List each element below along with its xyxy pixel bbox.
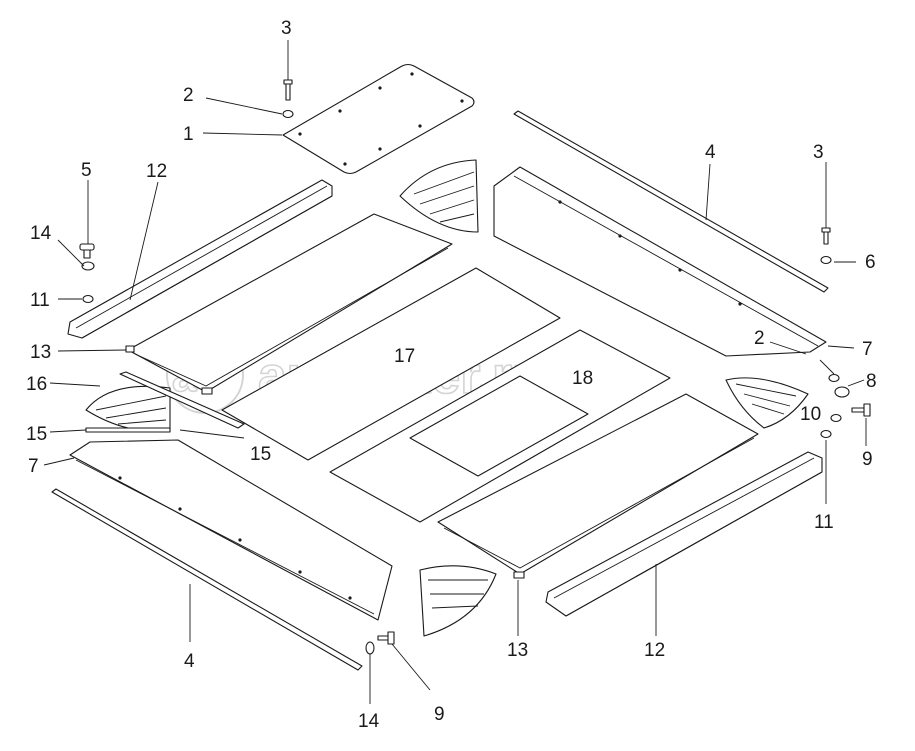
callout-9-right: 9	[862, 449, 873, 470]
callout-3-top: 3	[281, 18, 292, 39]
callout-11-left: 11	[30, 290, 50, 311]
callout-4-right: 4	[705, 142, 716, 163]
part-14-washer-left	[81, 261, 95, 271]
callout-13-right: 13	[507, 640, 528, 661]
callout-9-bottom: 9	[434, 704, 445, 725]
callouts: 3 2 1 5 12 14 11 13 16 15 15 7 17 18 4 1…	[26, 18, 877, 732]
callout-7-left: 7	[28, 456, 39, 477]
callout-12-left: 12	[146, 161, 167, 182]
part-13-panel-left	[125, 213, 453, 395]
callout-3-right: 3	[813, 142, 824, 163]
part-7-frame-left	[69, 439, 393, 621]
callout-18: 18	[572, 368, 593, 389]
callout-17: 17	[394, 346, 415, 367]
callout-6: 6	[865, 252, 876, 273]
part-5-fastener	[79, 243, 95, 259]
callout-16: 16	[26, 374, 47, 395]
callout-2-right: 2	[754, 328, 765, 349]
part-9-bolt-right	[851, 403, 871, 417]
part-18-panel-with-opening	[329, 329, 671, 523]
part-12-rail-left	[67, 179, 333, 339]
callout-15-mid: 15	[250, 444, 271, 465]
part-4-strip-right	[513, 110, 829, 293]
part-13-panel-right	[437, 393, 759, 579]
part-1-cover-plate	[282, 63, 475, 175]
callout-4-left: 4	[184, 651, 195, 672]
callout-5: 5	[81, 160, 92, 181]
part-11-washer-left	[82, 294, 94, 304]
callout-14-bottom: 14	[358, 711, 380, 732]
callout-1: 1	[183, 124, 194, 145]
callout-11-right: 11	[814, 512, 834, 533]
corner-bracket-right	[725, 377, 809, 429]
part-10-washer	[830, 413, 842, 423]
part-6-washer	[820, 255, 832, 265]
part-12-rail-right	[545, 451, 823, 617]
callout-12-right: 12	[644, 640, 665, 661]
part-3-bolt-right	[821, 227, 831, 245]
callout-2-top: 2	[183, 85, 194, 106]
callout-8: 8	[866, 371, 877, 392]
callout-7-right: 7	[862, 339, 873, 360]
part-2-washer-top	[282, 109, 294, 119]
callout-13-left: 13	[30, 342, 51, 363]
part-9-bolt-bottom	[377, 631, 395, 645]
part-4-strip-left	[51, 488, 363, 671]
leader-lines	[43, 40, 867, 704]
part-11-washer-right	[820, 429, 832, 439]
part-8-washer	[834, 386, 850, 398]
part-16-corner-bracket-left	[85, 385, 171, 432]
callout-15-left: 15	[26, 424, 47, 445]
part-15-bracket-strip-left	[85, 371, 245, 433]
part-17-panel	[221, 267, 561, 461]
part-7-frame-right	[493, 166, 827, 357]
part-3-bolt-top	[283, 79, 293, 101]
corner-bracket-bottom	[419, 565, 497, 637]
callout-10: 10	[800, 404, 821, 425]
part-2-washer-right	[828, 373, 840, 383]
corner-bracket-top	[399, 159, 479, 233]
part-14-washer-bottom	[365, 641, 375, 655]
callout-14-left: 14	[30, 223, 52, 244]
